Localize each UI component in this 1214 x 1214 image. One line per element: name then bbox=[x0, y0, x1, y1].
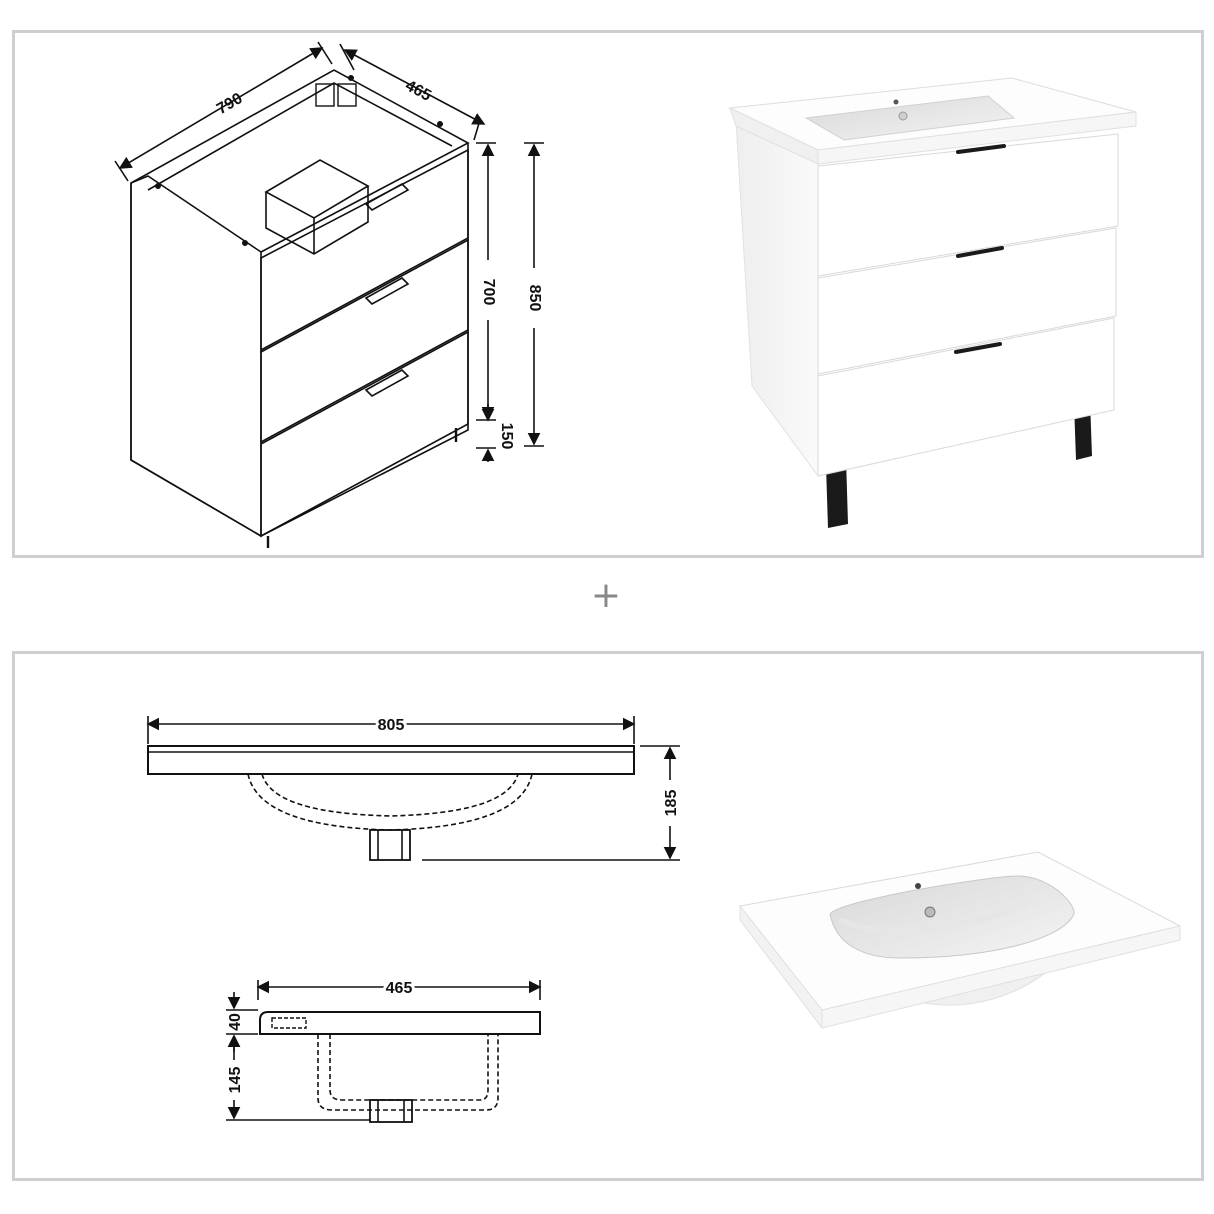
cabinet-line-drawing: 790 465 700 150 850 bbox=[114, 41, 544, 548]
cabinet-width-label: 790 bbox=[214, 90, 246, 118]
basin-height-label: 185 bbox=[663, 790, 680, 817]
basin-bowl-label: 145 bbox=[227, 1067, 244, 1094]
cabinet-body-height-label: 700 bbox=[480, 279, 497, 306]
cabinet-leg-height-label: 150 bbox=[498, 423, 515, 450]
basin-product-render bbox=[739, 851, 1182, 1030]
cabinet-product-render bbox=[728, 77, 1137, 528]
basin-rim-label: 40 bbox=[227, 1013, 244, 1031]
cabinet-total-height-label: 850 bbox=[526, 285, 543, 312]
basin-front-drawing: 805 185 bbox=[146, 714, 680, 861]
basin-side-drawing: 465 40 145 bbox=[226, 977, 542, 1123]
plus-separator: + bbox=[590, 575, 622, 616]
basin-width-label: 805 bbox=[378, 717, 405, 734]
cabinet-depth-label: 465 bbox=[402, 77, 434, 105]
basin-depth-label: 465 bbox=[386, 980, 413, 997]
